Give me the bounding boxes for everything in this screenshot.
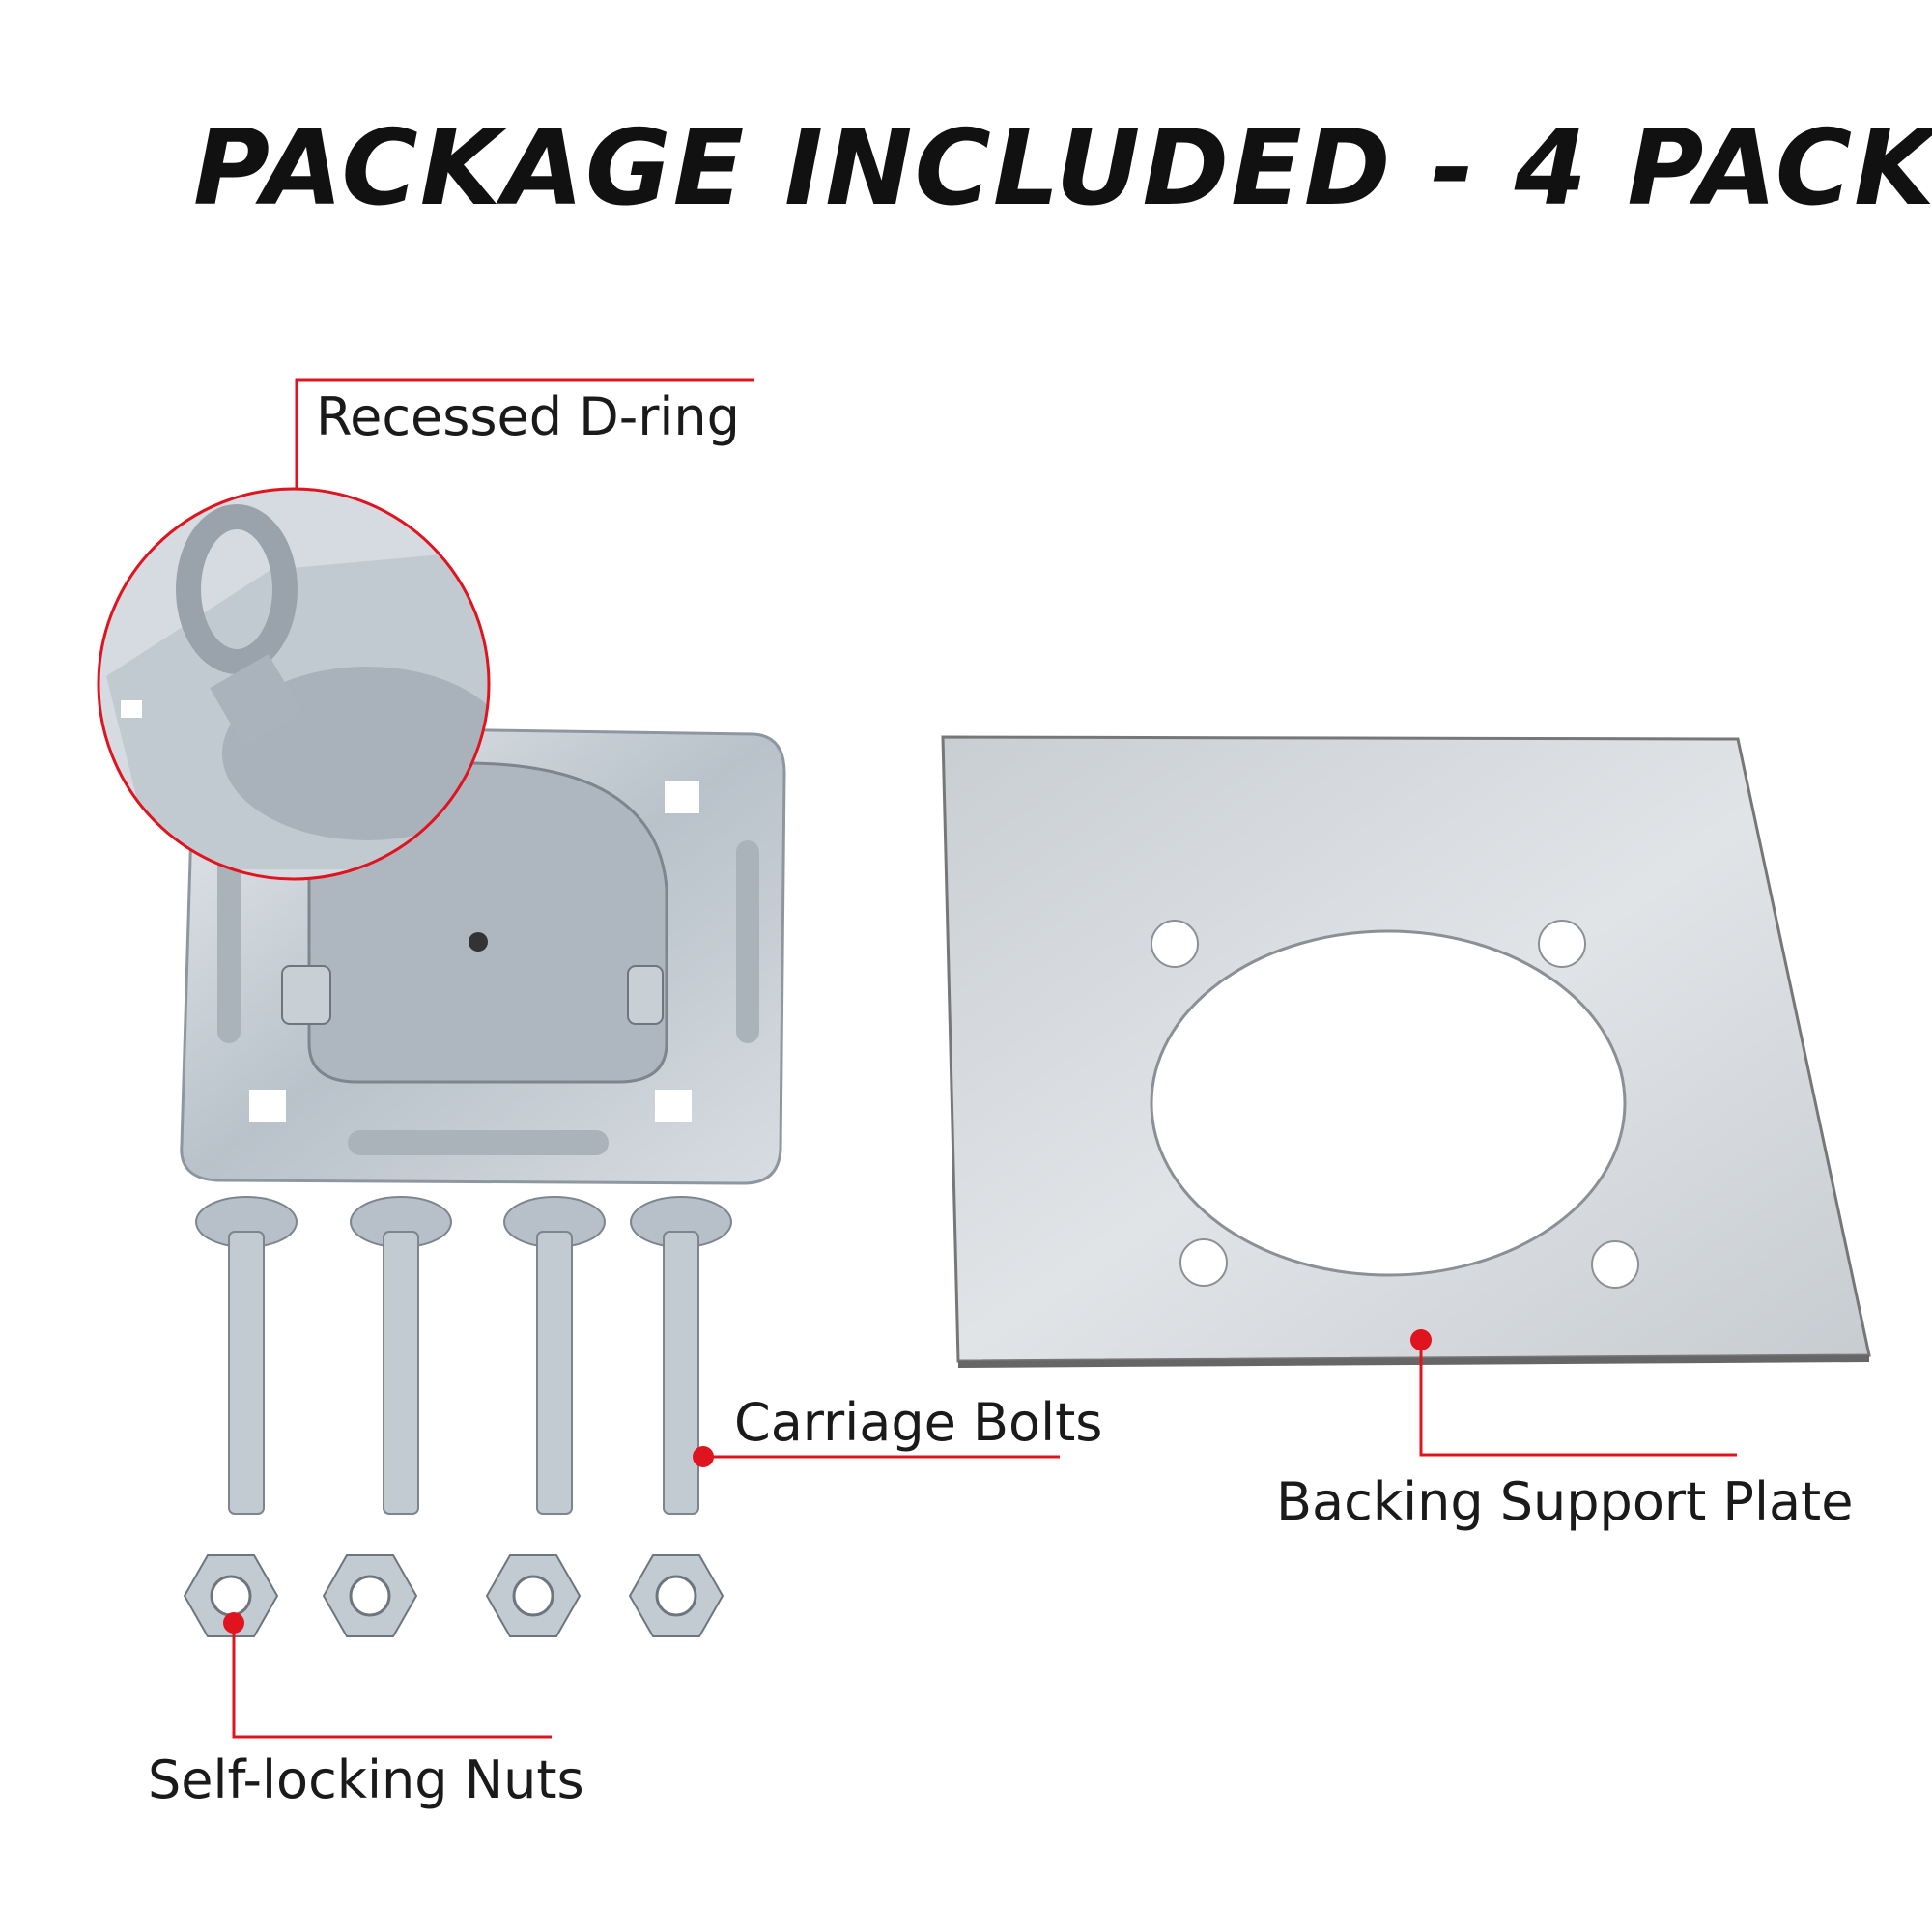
nut [183, 1554, 279, 1637]
carriage-bolt [503, 1196, 606, 1515]
nut [485, 1554, 582, 1637]
nuts-callout-line [232, 1623, 552, 1739]
nuts-label: Self-locking Nuts [148, 1749, 584, 1810]
carriage-bolts [195, 1196, 732, 1515]
self-locking-nuts [183, 1554, 724, 1637]
nut [628, 1554, 724, 1637]
d-ring-callout-line [295, 378, 754, 489]
nut [322, 1554, 418, 1637]
backing-plate-callout-dot [1410, 1329, 1432, 1350]
carriage-bolt [195, 1196, 298, 1515]
backing-plate-callout-line [1419, 1340, 1737, 1457]
carriage-bolts-callout-dot [693, 1446, 714, 1467]
nuts-callout-dot [223, 1612, 244, 1634]
d-ring-label: Recessed D-ring [316, 386, 740, 447]
carriage-bolts-label: Carriage Bolts [734, 1392, 1103, 1453]
carriage-bolt [630, 1196, 732, 1515]
backing-support-plate [941, 735, 1871, 1368]
page-title: PACKAGE INCLUDED - 4 PACK [193, 108, 1932, 229]
d-ring-closeup [97, 487, 491, 881]
carriage-bolt [350, 1196, 452, 1515]
backing-plate-label: Backing Support Plate [1276, 1471, 1854, 1532]
